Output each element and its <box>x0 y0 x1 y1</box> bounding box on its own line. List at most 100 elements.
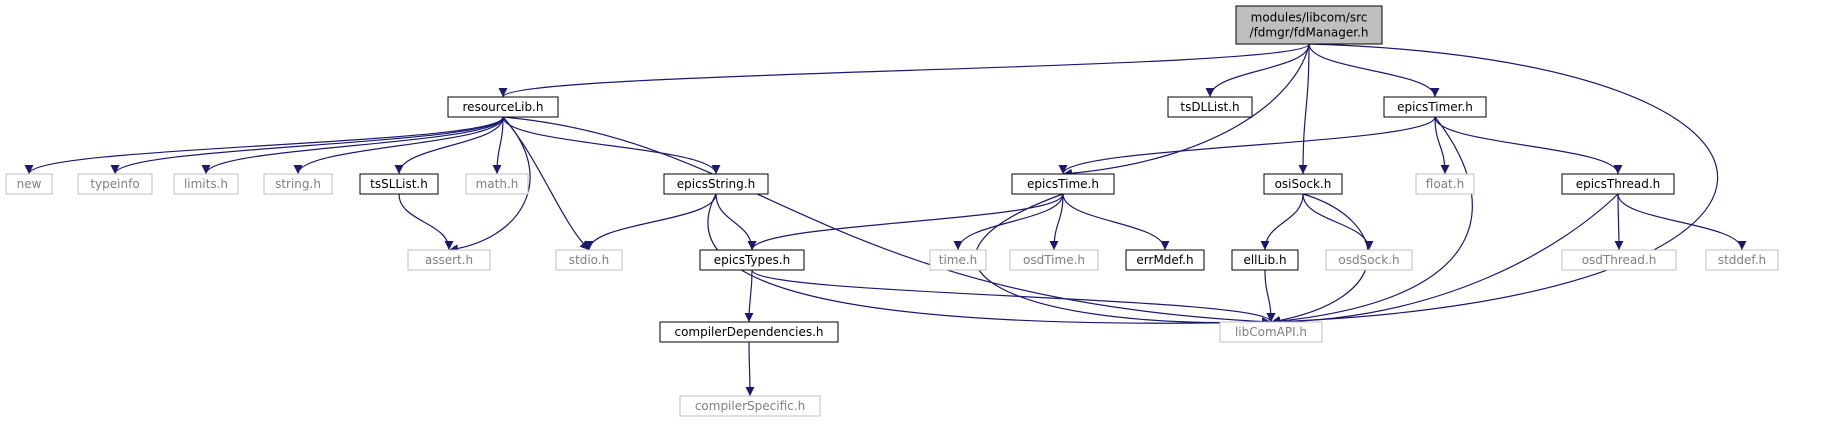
edge-tsSLList-to-assert <box>398 193 454 251</box>
node-label: typeinfo <box>90 177 139 191</box>
node-box <box>77 173 153 195</box>
node-tsSLList[interactable]: tsSLList.h <box>359 173 439 195</box>
edge-epicsThread-to-libComAPI <box>1270 193 1619 327</box>
edges-layer <box>24 43 1747 397</box>
edge-fdManager-to-epicsTime <box>1062 43 1310 178</box>
node-limits: limits.h <box>173 173 239 195</box>
node-box <box>173 173 239 195</box>
node-resourceLib[interactable]: resourceLib.h <box>447 96 559 118</box>
node-compilerSpecific: compilerSpecific.h <box>679 395 821 417</box>
node-ellLib[interactable]: ellLib.h <box>1231 249 1299 271</box>
node-tsDLList[interactable]: tsDLList.h <box>1167 96 1253 118</box>
edge-resourceLib-to-new <box>24 116 504 175</box>
node-box <box>1705 249 1779 271</box>
node-label: modules/libcom/src <box>1251 11 1368 25</box>
node-box <box>407 249 491 271</box>
edge-resourceLib-to-typeinfo <box>110 116 504 175</box>
node-label: epicsTime.h <box>1027 177 1099 191</box>
edge-osiSock-to-ellLib <box>1260 193 1304 251</box>
node-epicsTimer[interactable]: epicsTimer.h <box>1383 96 1487 118</box>
node-epicsThread[interactable]: epicsThread.h <box>1561 173 1675 195</box>
node-float: float.h <box>1415 173 1475 195</box>
edge-epicsTime-to-errMdef <box>1062 193 1170 251</box>
node-new: new <box>5 173 53 195</box>
node-epicsTime[interactable]: epicsTime.h <box>1011 173 1115 195</box>
edge-resourceLib-to-math <box>492 116 504 175</box>
node-box <box>1219 321 1323 343</box>
node-label: tsDLList.h <box>1180 100 1239 114</box>
node-box <box>1167 96 1253 118</box>
node-label: stdio.h <box>569 253 609 267</box>
edge-resourceLib-to-epicsString <box>502 116 721 175</box>
edge-resourceLib-to-limits <box>201 116 504 175</box>
node-label: ellLib.h <box>1243 253 1286 267</box>
node-osiSock[interactable]: osiSock.h <box>1263 173 1343 195</box>
node-box <box>679 395 821 417</box>
edge-epicsTime-to-epicsTypes <box>747 193 1064 251</box>
node-libComAPI: libComAPI.h <box>1219 321 1323 343</box>
edge-fdManager-to-osiSock <box>1298 43 1310 175</box>
edge-epicsTimer-to-epicsThread <box>1434 116 1623 175</box>
node-box <box>5 173 53 195</box>
edge-epicsTimer-to-float <box>1434 116 1450 175</box>
edge-epicsTypes-to-libComAPI <box>751 269 1276 323</box>
node-box <box>555 249 623 271</box>
node-osdTime: osdTime.h <box>1009 249 1099 271</box>
node-label: osdThread.h <box>1582 253 1657 267</box>
node-box <box>465 173 529 195</box>
node-label: float.h <box>1426 177 1464 191</box>
node-label: errMdef.h <box>1136 253 1193 267</box>
node-label: osdTime.h <box>1023 253 1085 267</box>
node-box <box>663 173 769 195</box>
edge-resourceLib-to-libComAPI <box>502 116 1272 327</box>
node-epicsTypes[interactable]: epicsTypes.h <box>699 249 805 271</box>
node-box <box>1009 249 1099 271</box>
node-epicsString[interactable]: epicsString.h <box>663 173 769 195</box>
node-label: libComAPI.h <box>1235 325 1307 339</box>
edge-epicsTimer-to-libComAPI <box>1270 116 1473 326</box>
node-math: math.h <box>465 173 529 195</box>
node-box <box>1561 249 1677 271</box>
node-box <box>447 96 559 118</box>
node-errMdef[interactable]: errMdef.h <box>1125 249 1205 271</box>
edge-epicsTypes-to-compilerDependencies <box>744 269 754 323</box>
node-label: time.h <box>939 253 978 267</box>
edge-epicsString-to-stdio <box>584 193 717 251</box>
nodes-layer: modules/libcom/src/fdmgr/fdManager.h reso… <box>5 5 1779 417</box>
edge-epicsThread-to-osdThread <box>1614 193 1624 251</box>
node-box <box>1383 96 1487 118</box>
node-label: resourceLib.h <box>463 100 544 114</box>
node-string: string.h <box>263 173 333 195</box>
node-stddef: stddef.h <box>1705 249 1779 271</box>
node-label: stddef.h <box>1718 253 1766 267</box>
node-osdSock: osdSock.h <box>1325 249 1413 271</box>
edge-epicsString-to-epicsTypes <box>715 193 757 251</box>
node-box <box>263 173 333 195</box>
edge-epicsString-to-libComAPI <box>707 193 1272 327</box>
edge-epicsTimer-to-epicsTime <box>1058 116 1436 175</box>
edge-fdManager-to-tsDLList <box>1205 43 1310 98</box>
node-label: string.h <box>275 177 321 191</box>
node-label: osiSock.h <box>1275 177 1332 191</box>
node-box <box>1125 249 1205 271</box>
node-compilerDependencies[interactable]: compilerDependencies.h <box>659 321 839 343</box>
node-time: time.h <box>929 249 987 271</box>
node-osdThread: osdThread.h <box>1561 249 1677 271</box>
node-label: compilerDependencies.h <box>674 325 823 339</box>
edge-epicsTime-to-libComAPI <box>974 193 1272 327</box>
edge-resourceLib-to-tsSLList <box>394 116 504 175</box>
node-box <box>1231 249 1299 271</box>
edge-epicsThread-to-stddef <box>1617 193 1747 251</box>
node-box <box>1011 173 1115 195</box>
node-box <box>659 321 839 343</box>
edge-fdManager-to-resourceLib <box>498 43 1310 98</box>
edge-fdManager-to-epicsTimer <box>1308 43 1440 98</box>
node-box <box>1325 249 1413 271</box>
node-label: assert.h <box>425 253 473 267</box>
node-box <box>699 249 805 271</box>
node-label: math.h <box>476 177 519 191</box>
node-stdio: stdio.h <box>555 249 623 271</box>
edge-resourceLib-to-string <box>293 116 504 175</box>
node-fdManager: modules/libcom/src/fdmgr/fdManager.h <box>1235 5 1383 45</box>
